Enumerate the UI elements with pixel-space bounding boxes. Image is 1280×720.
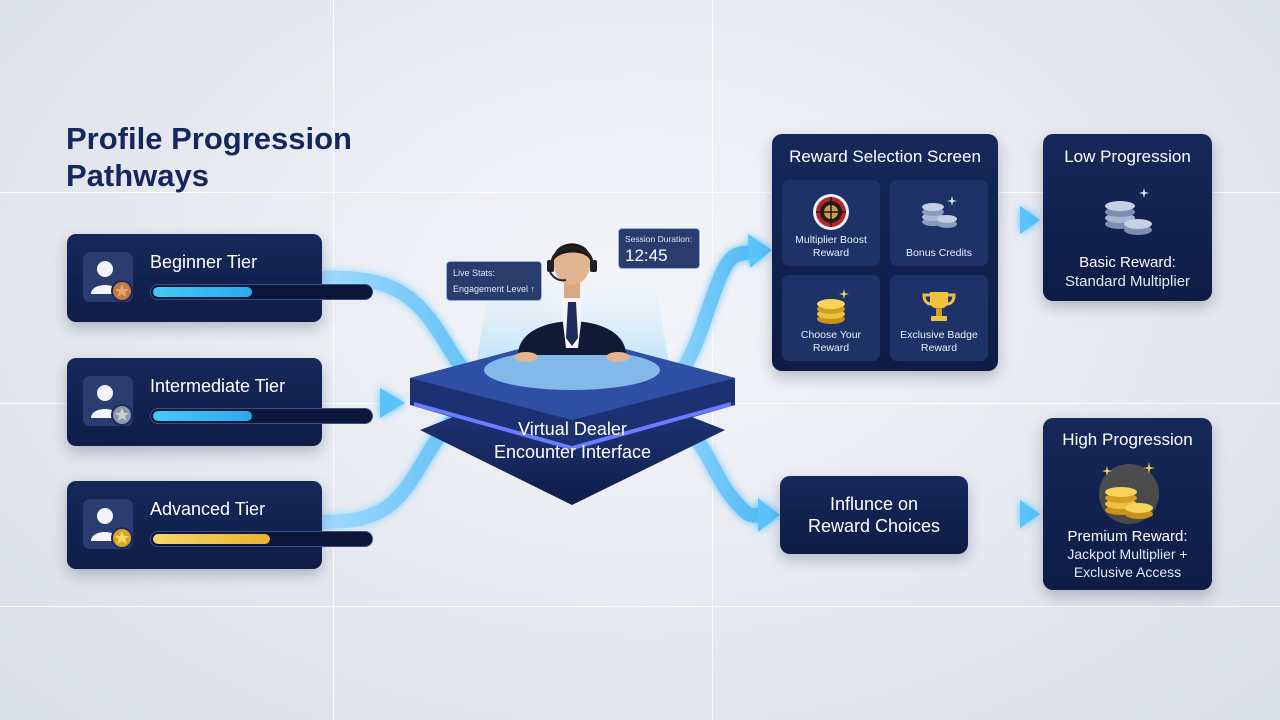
tile-label: Multiplier Boost Reward	[795, 234, 867, 259]
arrowhead	[748, 234, 772, 268]
tier-label: Beginner Tier	[150, 252, 258, 272]
tier-label: Advanced Tier	[150, 499, 266, 519]
tile-label: Choose Your Reward	[800, 329, 862, 354]
panel-title: Reward Selection Screen	[789, 147, 981, 166]
dealer-platform	[410, 243, 735, 505]
progress-track	[150, 284, 373, 300]
dealer-avatar-icon	[514, 243, 630, 362]
low-progression-panel: Low Progression Basic Reward: Standard M…	[1043, 134, 1212, 301]
tile-label: Bonus Credits	[906, 247, 972, 259]
arrowhead	[1020, 500, 1040, 528]
influence-line1: Influnce on	[829, 494, 919, 514]
tier-card-advanced[interactable]: Advanced Tier	[67, 481, 373, 569]
tile-label: Exclusive Badge Reward	[900, 329, 978, 354]
low-reward-line1: Basic Reward:	[1079, 254, 1176, 271]
progress-fill	[153, 287, 253, 297]
grid-line	[333, 0, 334, 720]
arrowhead	[380, 388, 405, 418]
progress-fill	[153, 534, 271, 544]
reward-tile-choose[interactable]: Choose Your Reward	[782, 275, 880, 361]
arrowhead	[1020, 206, 1040, 234]
session-label: Session Duration:	[625, 234, 693, 244]
silver-chips-icon	[922, 196, 957, 228]
high-reward-line1: Premium Reward:	[1067, 528, 1188, 545]
influence-box: Influnce on Reward Choices	[780, 476, 968, 554]
dealer-interface-label: Virtual Dealer Encounter Interface	[470, 418, 675, 464]
grid-line	[0, 192, 1280, 193]
gold-coins-icon	[1099, 462, 1159, 524]
page-title: Profile Progression Pathways	[66, 121, 352, 193]
user-avatar-icon	[83, 252, 133, 302]
session-value: 12:45	[625, 246, 668, 265]
tier-card-intermediate[interactable]: Intermediate Tier	[67, 358, 373, 446]
reward-tile-exclusive-badge[interactable]: Exclusive Badge Reward	[890, 275, 988, 361]
reward-selection-panel: Reward Selection Screen Multiplier Boost…	[772, 134, 998, 371]
user-avatar-icon	[83, 376, 133, 426]
grid-line	[712, 0, 713, 720]
influence-line2: Reward Choices	[807, 516, 941, 536]
panel-title: High Progression	[1062, 430, 1193, 449]
live-stats-label: Live Stats:	[453, 268, 496, 278]
grid-line	[0, 606, 1280, 607]
roulette-wheel-icon	[813, 194, 849, 230]
engagement-label: Engagement Level ↑	[453, 284, 536, 294]
panel-title: Low Progression	[1064, 147, 1191, 166]
progress-track	[150, 531, 373, 547]
live-stats-card: Live Stats: Engagement Level ↑	[446, 261, 542, 301]
dealer-label-line1: Virtual Dealer	[518, 419, 627, 439]
reward-tile-bonus-credits[interactable]: Bonus Credits	[890, 180, 988, 266]
reward-tile-multiplier[interactable]: Multiplier Boost Reward	[782, 180, 880, 266]
silver-chips-icon	[1105, 188, 1152, 235]
user-avatar-icon	[83, 499, 133, 549]
high-reward-line3: Exclusive Access	[1073, 564, 1182, 580]
trophy-icon	[922, 292, 956, 321]
progress-track	[150, 408, 373, 424]
session-card: Session Duration: 12:45	[618, 228, 700, 269]
arrowhead	[758, 498, 780, 532]
high-progression-panel: High Progression Premium Reward: Jackpot…	[1043, 418, 1212, 590]
dealer-label-line2: Encounter Interface	[493, 442, 652, 462]
tier-card-beginner[interactable]: Beginner Tier	[67, 234, 373, 322]
high-reward-line2: Jackpot Multiplier +	[1067, 546, 1188, 562]
low-reward-line2: Standard Multiplier	[1064, 273, 1191, 290]
progress-fill	[153, 411, 253, 421]
gold-coins-icon	[817, 289, 849, 324]
tier-label: Intermediate Tier	[150, 376, 286, 396]
